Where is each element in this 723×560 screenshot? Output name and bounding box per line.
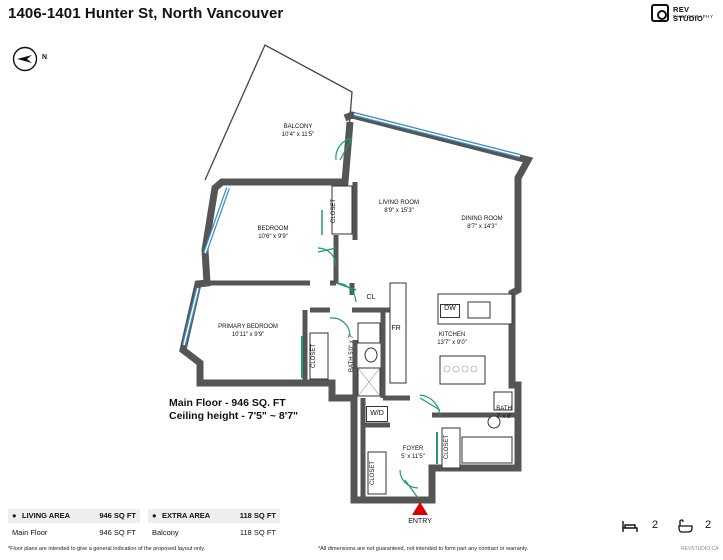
extra-area-row: Balcony 118 SQ FT	[148, 526, 280, 540]
closet-label: CLOSET	[331, 198, 338, 224]
main-floor-area: Main Floor - 946 SQ. FT	[169, 397, 286, 409]
room-dimensions: 10'4" x 11'5"	[281, 131, 315, 138]
extra-area-header: ● EXTRA AREA 118 SQ FT	[148, 509, 280, 523]
row-label: Main Floor	[12, 528, 48, 537]
room-name: DINING ROOM	[461, 216, 503, 222]
row-value: 118 SQ FT	[239, 528, 276, 537]
living-area-total: 946 SQ FT	[99, 511, 136, 520]
extra-area-title: EXTRA AREA	[162, 511, 211, 520]
bathroom-count: 2	[705, 519, 712, 531]
room-dimensions: 8'7" x 14'3"	[467, 223, 497, 230]
fridge-label: FR	[391, 325, 401, 332]
ceiling-height: Ceiling height - 7'5" ~ 8'7"	[169, 410, 299, 423]
entry-marker: ENTRY	[405, 502, 435, 525]
room-name: KITCHEN	[438, 332, 466, 338]
washer-dryer-label: W/D	[366, 406, 388, 422]
row-value: 946 SQ FT	[99, 528, 136, 537]
row-label: Balcony	[152, 528, 179, 537]
camera-icon	[651, 4, 669, 22]
room-name: LIVING ROOM	[378, 200, 420, 206]
room-name: BEDROOM	[257, 226, 289, 232]
room-dimensions: 5' x 11'5"	[401, 453, 425, 460]
entry-arrow-icon	[412, 502, 428, 515]
room-bath-1: BATH 5'0" x 7'	[349, 334, 355, 372]
room-bath-2: BATH 7' x 8'	[496, 406, 512, 421]
entry-label: ENTRY	[408, 518, 432, 525]
room-dimensions: 5'0" x 7'	[349, 334, 355, 355]
bathtub-icon	[678, 519, 693, 533]
floor-info: Main Floor - 946 SQ. FT Ceiling height -…	[169, 397, 298, 423]
room-kitchen: KITCHEN 13'7" x 9'0"	[437, 332, 467, 347]
room-dimensions: 8'9" x 15'3"	[384, 207, 414, 214]
room-name: BATH	[496, 406, 512, 412]
listing-title: 1406-1401 Hunter St, North Vancouver	[8, 5, 284, 22]
disclaimer-left: *Floor plans are intended to give a gene…	[8, 546, 206, 552]
bedroom-count: 2	[652, 519, 659, 531]
room-foyer: FOYER 5' x 11'5"	[401, 446, 425, 461]
room-dimensions: 13'7" x 9'0"	[437, 339, 467, 346]
room-name: FOYER	[402, 446, 424, 452]
bullet-icon: ●	[152, 511, 157, 520]
room-name: BATH	[349, 356, 355, 372]
room-dining: DINING ROOM 8'7" x 14'3"	[461, 216, 502, 231]
room-name: BALCONY	[283, 124, 313, 130]
closet-label: CLOSET	[444, 434, 451, 460]
living-area-row: Main Floor 946 SQ FT	[8, 526, 140, 540]
dishwasher-label: DW	[440, 304, 460, 318]
room-bedroom: BEDROOM 10'6" x 9'9"	[257, 226, 288, 241]
living-area-title: LIVING AREA	[22, 511, 71, 520]
bed-icon	[622, 521, 638, 532]
room-dimensions: 7' x 8'	[496, 413, 512, 420]
living-area-header: ● LIVING AREA 946 SQ FT	[8, 509, 140, 523]
room-dimensions: 10'11" x 9'9"	[231, 331, 265, 338]
bullet-icon: ●	[12, 511, 17, 520]
room-living: LIVING ROOM 8'9" x 15'3"	[379, 200, 419, 215]
closet-label: CLOSET	[370, 460, 377, 486]
north-label: N	[42, 54, 48, 61]
room-balcony: BALCONY 10'4" x 11'5"	[282, 124, 314, 139]
room-dimensions: 10'6" x 9'9"	[258, 233, 288, 240]
room-name: PRIMARY BEDROOM	[218, 324, 278, 330]
logo-name: REV STUDIO	[673, 5, 704, 23]
brand-logo: REV STUDIO PHOTOGRAPHY	[651, 4, 721, 26]
disclaimer-right: *All dimensions are not guaranteed, not …	[318, 546, 529, 552]
room-primary-bedroom: PRIMARY BEDROOM 10'11" x 9'9"	[218, 324, 278, 339]
brand-small: REVSTUDIO.CA	[681, 546, 719, 552]
logo-tagline: PHOTOGRAPHY	[673, 14, 714, 19]
room-counts: 2 2	[622, 519, 722, 535]
extra-area-total: 118 SQ FT	[239, 511, 276, 520]
closet-label: CLOSET	[311, 343, 318, 369]
compass-icon	[12, 46, 38, 72]
closet-cl-label: CL	[366, 294, 376, 301]
